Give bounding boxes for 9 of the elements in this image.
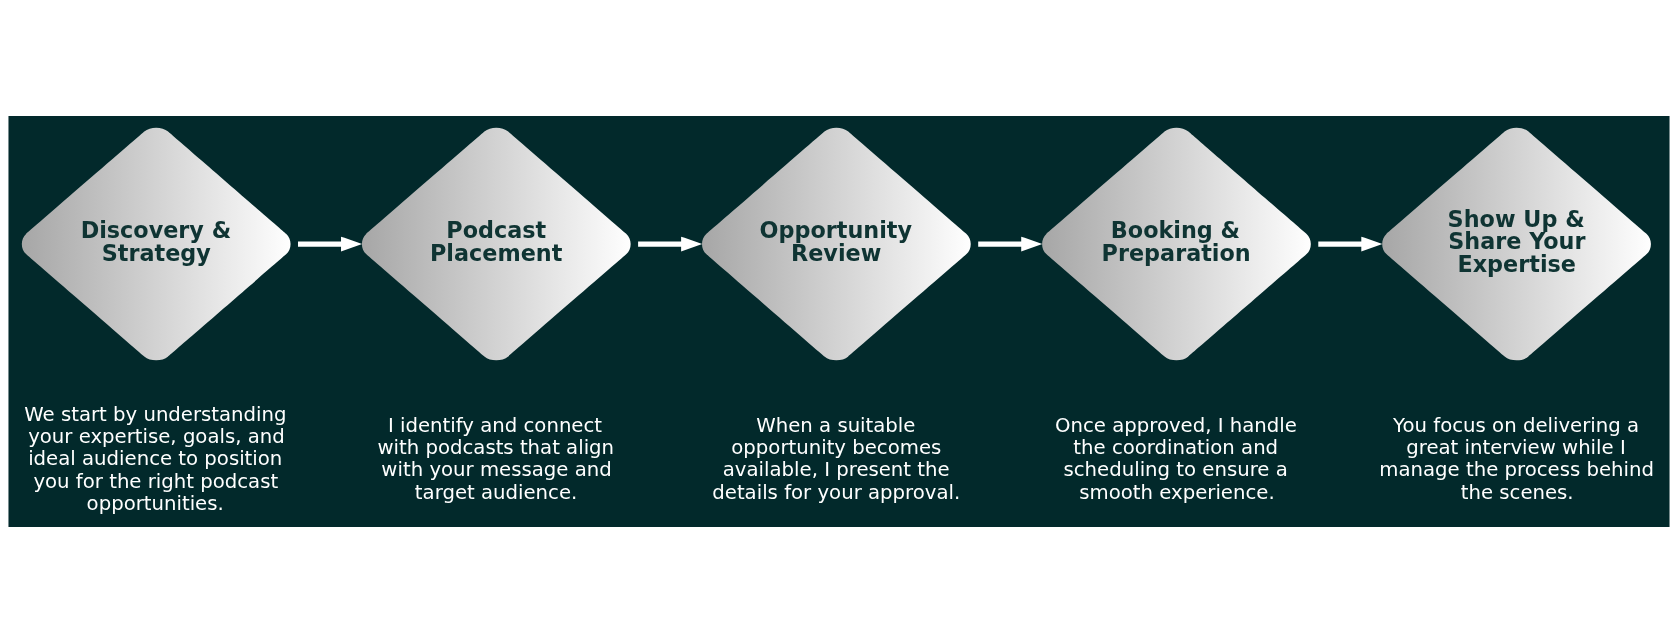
arrow	[978, 236, 1043, 252]
arrow	[638, 236, 703, 252]
node-label: You focus on delivering a great interview while I manage the process behind the scenes.	[1379, 413, 1655, 504]
node-label: Once approved, I handle the coordination and scheduling to ensure a smooth experience.	[1055, 413, 1297, 504]
node-label: We start by understanding your expertise, goals, and ideal audience to position you for the right podcast opportunities.	[24, 402, 287, 515]
arrow	[298, 236, 363, 252]
node-label: When a suitable opportunity becomes available, I present the details for your approval.	[712, 413, 961, 504]
node-label: I identify and connect with podcasts that align with your message and target audience.	[377, 413, 615, 504]
arrow	[1318, 236, 1383, 252]
